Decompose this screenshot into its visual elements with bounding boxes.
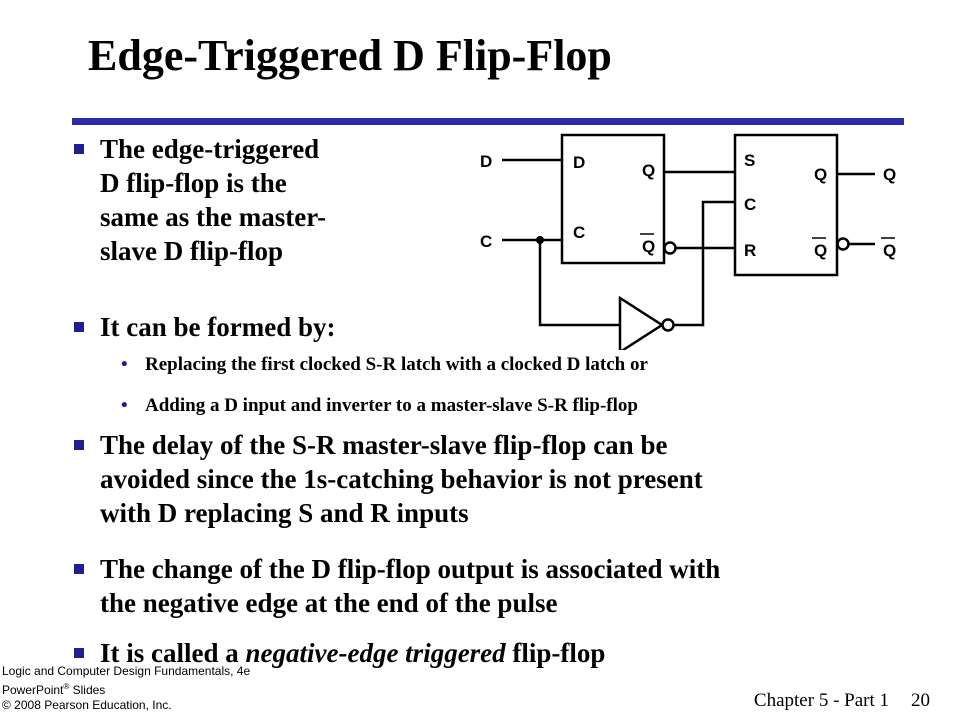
latch2-r-label: R — [744, 241, 756, 260]
subbullet-2-text: Adding a D input and inverter to a maste… — [145, 395, 638, 416]
bullet-dot-icon: • — [121, 354, 128, 375]
bullet-square-icon — [74, 144, 84, 154]
latch1-qbar-label: Q — [642, 237, 655, 256]
bullet-5: It is called a negative-edge triggered f… — [74, 636, 606, 670]
bullet-2: It can be formed by: — [74, 310, 336, 344]
title-rule — [72, 118, 904, 125]
bullet-2-line-1: It can be formed by: — [100, 312, 336, 342]
inversion-bubble — [836, 237, 850, 251]
latch2-qbar-label: Q — [814, 241, 827, 260]
bullet-4: The change of the D flip-flop output is … — [74, 552, 721, 620]
page-number: 20 — [911, 690, 930, 711]
latch1-c-label: C — [573, 223, 585, 242]
bullet-5-emphasis: negative-edge triggered — [245, 638, 506, 668]
bullet-4-line-1: The change of the D flip-flop output is … — [100, 554, 721, 584]
bullet-4-line-2: the negative edge at the end of the puls… — [100, 588, 558, 618]
latch1-q-label: Q — [642, 161, 655, 180]
wire-clock-to-inverter — [538, 240, 620, 327]
bullet-1-line-4: slave D flip-flop — [100, 236, 284, 266]
sr-latch-box — [733, 133, 839, 277]
slide-title: Edge-Triggered D Flip-Flop — [88, 31, 612, 80]
latch2-q-label: Q — [814, 165, 827, 184]
bullet-square-icon — [74, 648, 84, 658]
output-qbar-label: Q — [883, 241, 896, 260]
book-slides: PowerPoint® Slides — [2, 682, 106, 697]
bullet-3-line-1: The delay of the S-R master-slave flip-f… — [100, 430, 668, 460]
wire-inverter-to-c — [674, 200, 735, 327]
subbullet-1: • Replacing the first clocked S-R latch … — [121, 353, 648, 377]
bullet-1-line-3: same as the master- — [100, 202, 327, 232]
subbullet-2: • Adding a D input and inverter to a mas… — [121, 394, 638, 418]
bullet-3-line-2: avoided since the 1s-catching behavior i… — [100, 464, 703, 494]
output-q-label: Q — [883, 165, 896, 184]
inversion-bubble — [663, 241, 677, 255]
bullet-5-prefix: It is called a — [100, 638, 246, 668]
flip-flop-diagram: D C D C Q Q S C R Q Q Q Q — [480, 133, 896, 350]
input-c-label: C — [480, 232, 492, 251]
bullet-1-line-1: The edge-triggered — [100, 134, 320, 164]
bullet-3: The delay of the S-R master-slave flip-f… — [74, 428, 703, 530]
book-credit: Logic and Computer Design Fundamentals, … — [2, 664, 250, 713]
chapter-label: Chapter 5 - Part 1 — [753, 690, 889, 711]
input-d-label: D — [480, 152, 492, 171]
latch2-c-label: C — [744, 195, 756, 214]
bullet-1-line-2: D flip-flop is the — [100, 168, 287, 198]
latch1-d-label: D — [573, 153, 585, 172]
bullet-square-icon — [74, 322, 84, 332]
book-title: Logic and Computer Design Fundamentals, … — [2, 664, 251, 678]
d-latch-box — [560, 133, 666, 265]
bullet-5-suffix: flip-flop — [505, 638, 606, 668]
latch2-s-label: S — [744, 151, 755, 170]
bullet-dot-icon: • — [121, 395, 128, 416]
bullet-1: The edge-triggered D flip-flop is the sa… — [74, 132, 327, 268]
bullet-square-icon — [74, 564, 84, 574]
inverter-triangle — [618, 295, 665, 350]
bullet-square-icon — [74, 440, 84, 450]
inversion-bubble — [661, 318, 675, 332]
slide-footer: Chapter 5 - Part 1 20 — [754, 690, 930, 712]
copyright: © 2008 Pearson Education, Inc. — [2, 698, 172, 712]
subbullet-1-text: Replacing the first clocked S-R latch wi… — [145, 354, 648, 375]
bullet-3-line-3: with D replacing S and R inputs — [100, 498, 469, 528]
